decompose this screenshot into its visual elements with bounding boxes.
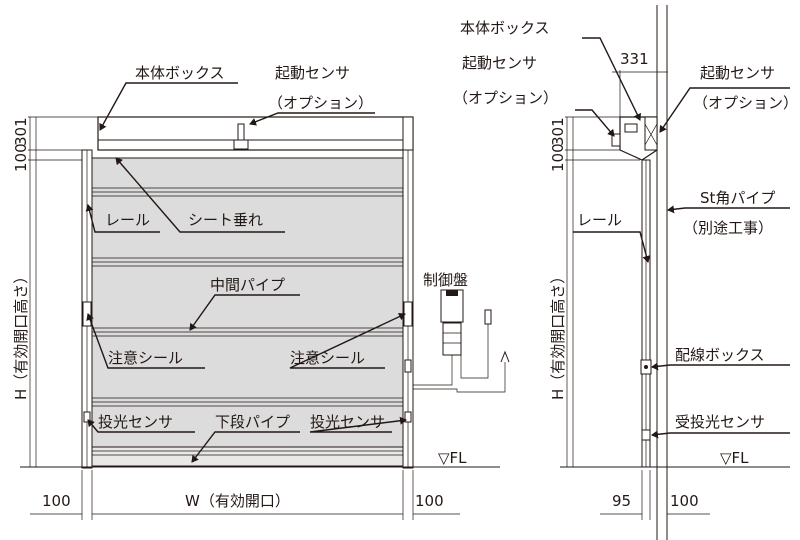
side-dim-right: 100	[670, 492, 699, 510]
side-dim-top-width: 331	[620, 50, 649, 68]
emitter-left-label: 投光センサ	[98, 413, 173, 431]
front-dim-top-a: 100	[12, 143, 30, 172]
side-box-label: 本体ボックス	[460, 19, 550, 37]
st-pipe-label: St角パイプ	[700, 189, 775, 207]
sheet-hang-label: シート垂れ	[188, 211, 263, 229]
front-dim-width: W（有効開口）	[185, 492, 290, 510]
st-pipe-note: （別途工事）	[683, 219, 773, 237]
front-start-sensor-option-label: （オプション）	[268, 94, 373, 112]
front-start-sensor-label: 起動センサ	[275, 64, 350, 82]
caution-seal-left	[82, 301, 92, 327]
side-rail-label: レール	[577, 211, 622, 229]
control-panel-label: 制御盤	[423, 271, 468, 289]
side-start-sensor-left-option: （オプション）	[453, 89, 558, 107]
front-floor-label: ▽FL	[438, 449, 467, 467]
front-dim-height: H（有効開口高さ）	[12, 269, 30, 400]
mid-pipe-label: 中間パイプ	[210, 276, 285, 294]
front-labels: 本体ボックス 起動センサ （オプション） レール シート垂れ 中間パイプ 制御盤…	[12, 64, 468, 510]
side-dim-height: H（有効開口高さ）	[549, 269, 567, 400]
side-dim-left: 95	[612, 492, 631, 510]
front-start-sensor	[233, 139, 249, 150]
front-rail-label: レール	[105, 211, 150, 229]
side-start-sensor-right-option: （オプション）	[693, 94, 798, 112]
caution-seal-left-label: 注意シール	[108, 349, 183, 367]
caution-seal-right-label: 注意シール	[290, 349, 365, 367]
side-dim-top-a: 100	[549, 143, 567, 172]
caution-seal-right	[403, 301, 413, 327]
bottom-pipe-label: 下段パイプ	[215, 413, 290, 431]
front-sheet	[91, 157, 404, 467]
front-view	[20, 82, 510, 520]
front-dim-top-b: 301	[12, 117, 30, 146]
side-floor-label: ▽FL	[720, 449, 749, 467]
side-dim-top-b: 301	[549, 117, 567, 146]
wiring-box-label: 配線ボックス	[675, 346, 765, 364]
emitter-right-label: 投光センサ	[310, 413, 385, 431]
transceiver-label: 受投光センサ	[675, 413, 765, 431]
side-start-sensor-right-label: 起動センサ	[700, 64, 775, 82]
front-dim-right: 100	[415, 492, 444, 510]
control-panel	[413, 289, 510, 393]
side-start-sensor-left-label: 起動センサ	[462, 54, 537, 72]
side-labels: 本体ボックス 起動センサ （オプション） 331 起動センサ （オプション） S…	[453, 19, 798, 510]
front-box-label: 本体ボックス	[135, 64, 225, 82]
front-dim-left: 100	[42, 492, 71, 510]
side-view	[560, 5, 790, 540]
